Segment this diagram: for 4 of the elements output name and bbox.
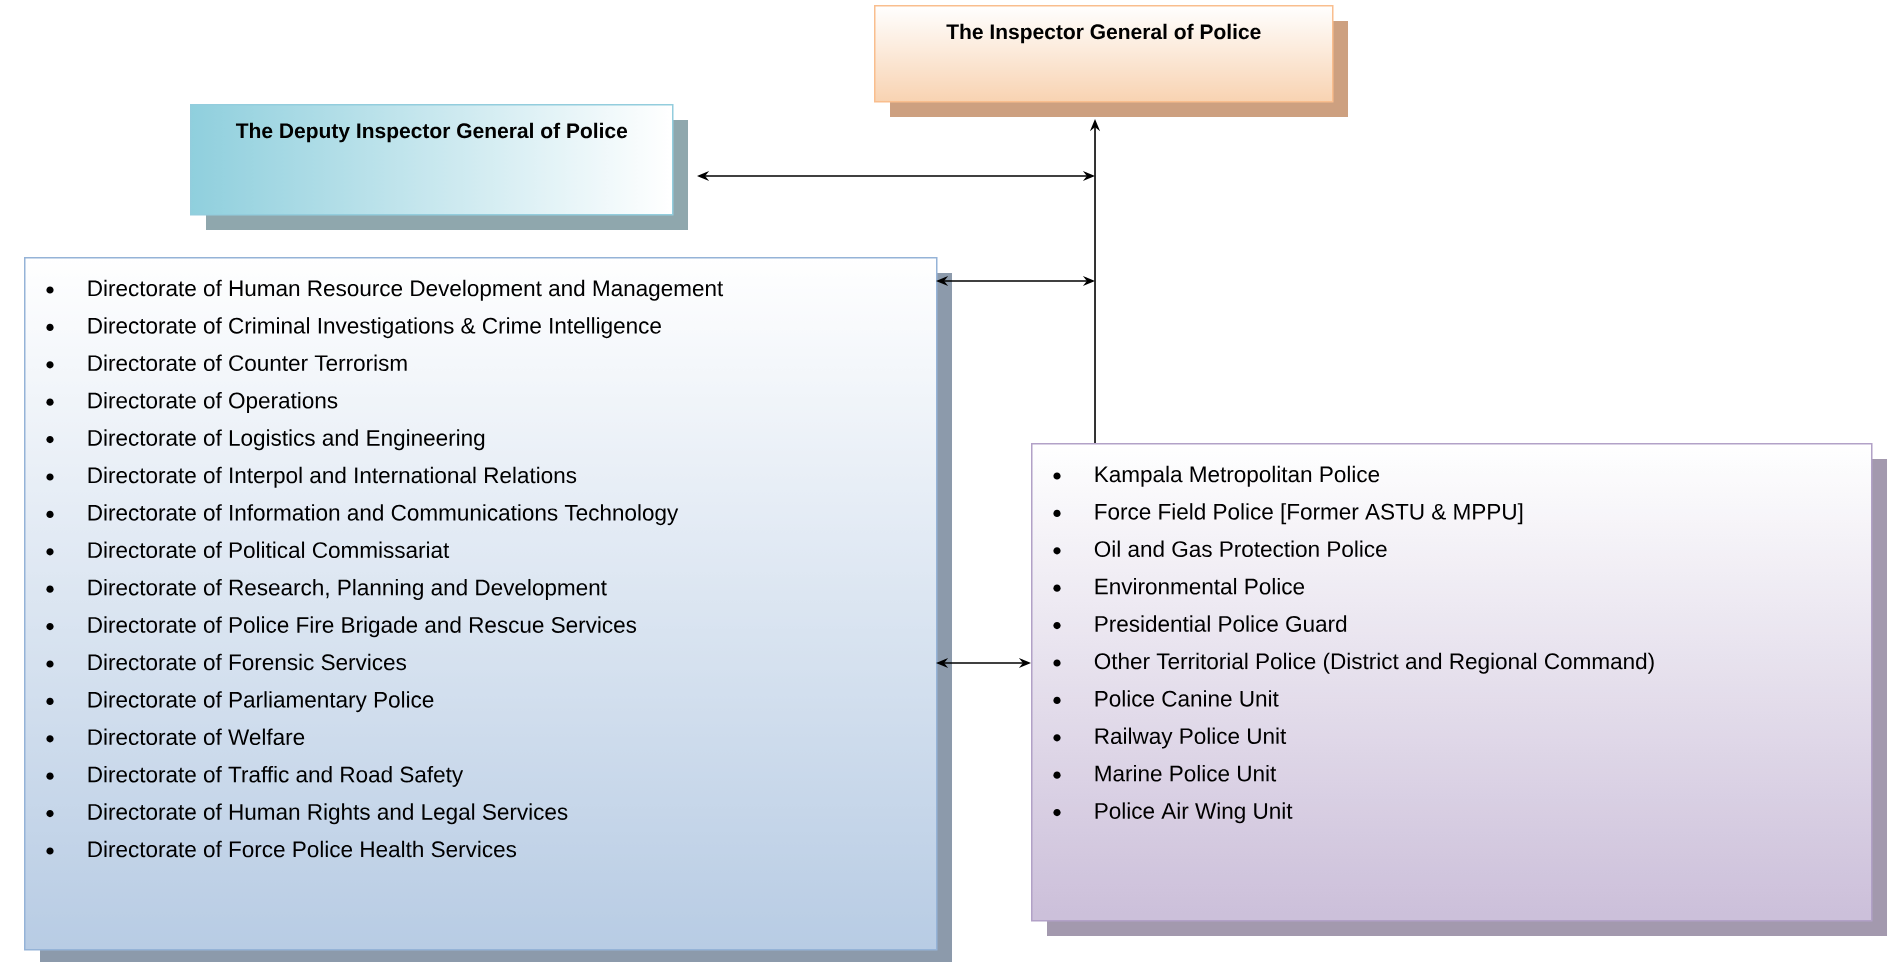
list-box: Directorate of Human Resource Development and Management Directorate of Criminal Investigations & Crime Intelligence Directorate of Counter Terrorism Directorate of Operations Directorate of Logistics and Engineering Directorate of Interpol and International Relations Directorate of Information and Communications Technology Directorate of Political Commissariat Directorate of Research, Planning and Development Directorate of Police Fire Brigade and Rescue Services Directorate of Forensic Services Directorate of Parliamentary Police Directorate of Welfare Directorate of Traffic and Road Safety Directorate of Human Rights and Legal Services Directorate of Force Police Health Services [24, 257, 952, 962]
list-box: Kampala Metropolitan Police Force Field Police [Former ASTU & MPPU] Oil and Gas Protection Police Environmental Police Presidential Police Guard Other Territorial Police (District and Regional Command) Police Canine Unit Railway Police Unit Marine Police Unit Police Air Wing Unit [1031, 443, 1887, 936]
title-box: The Inspector General of Police [874, 5, 1348, 117]
title-box: The Deputy Inspector General of Police [190, 104, 688, 230]
